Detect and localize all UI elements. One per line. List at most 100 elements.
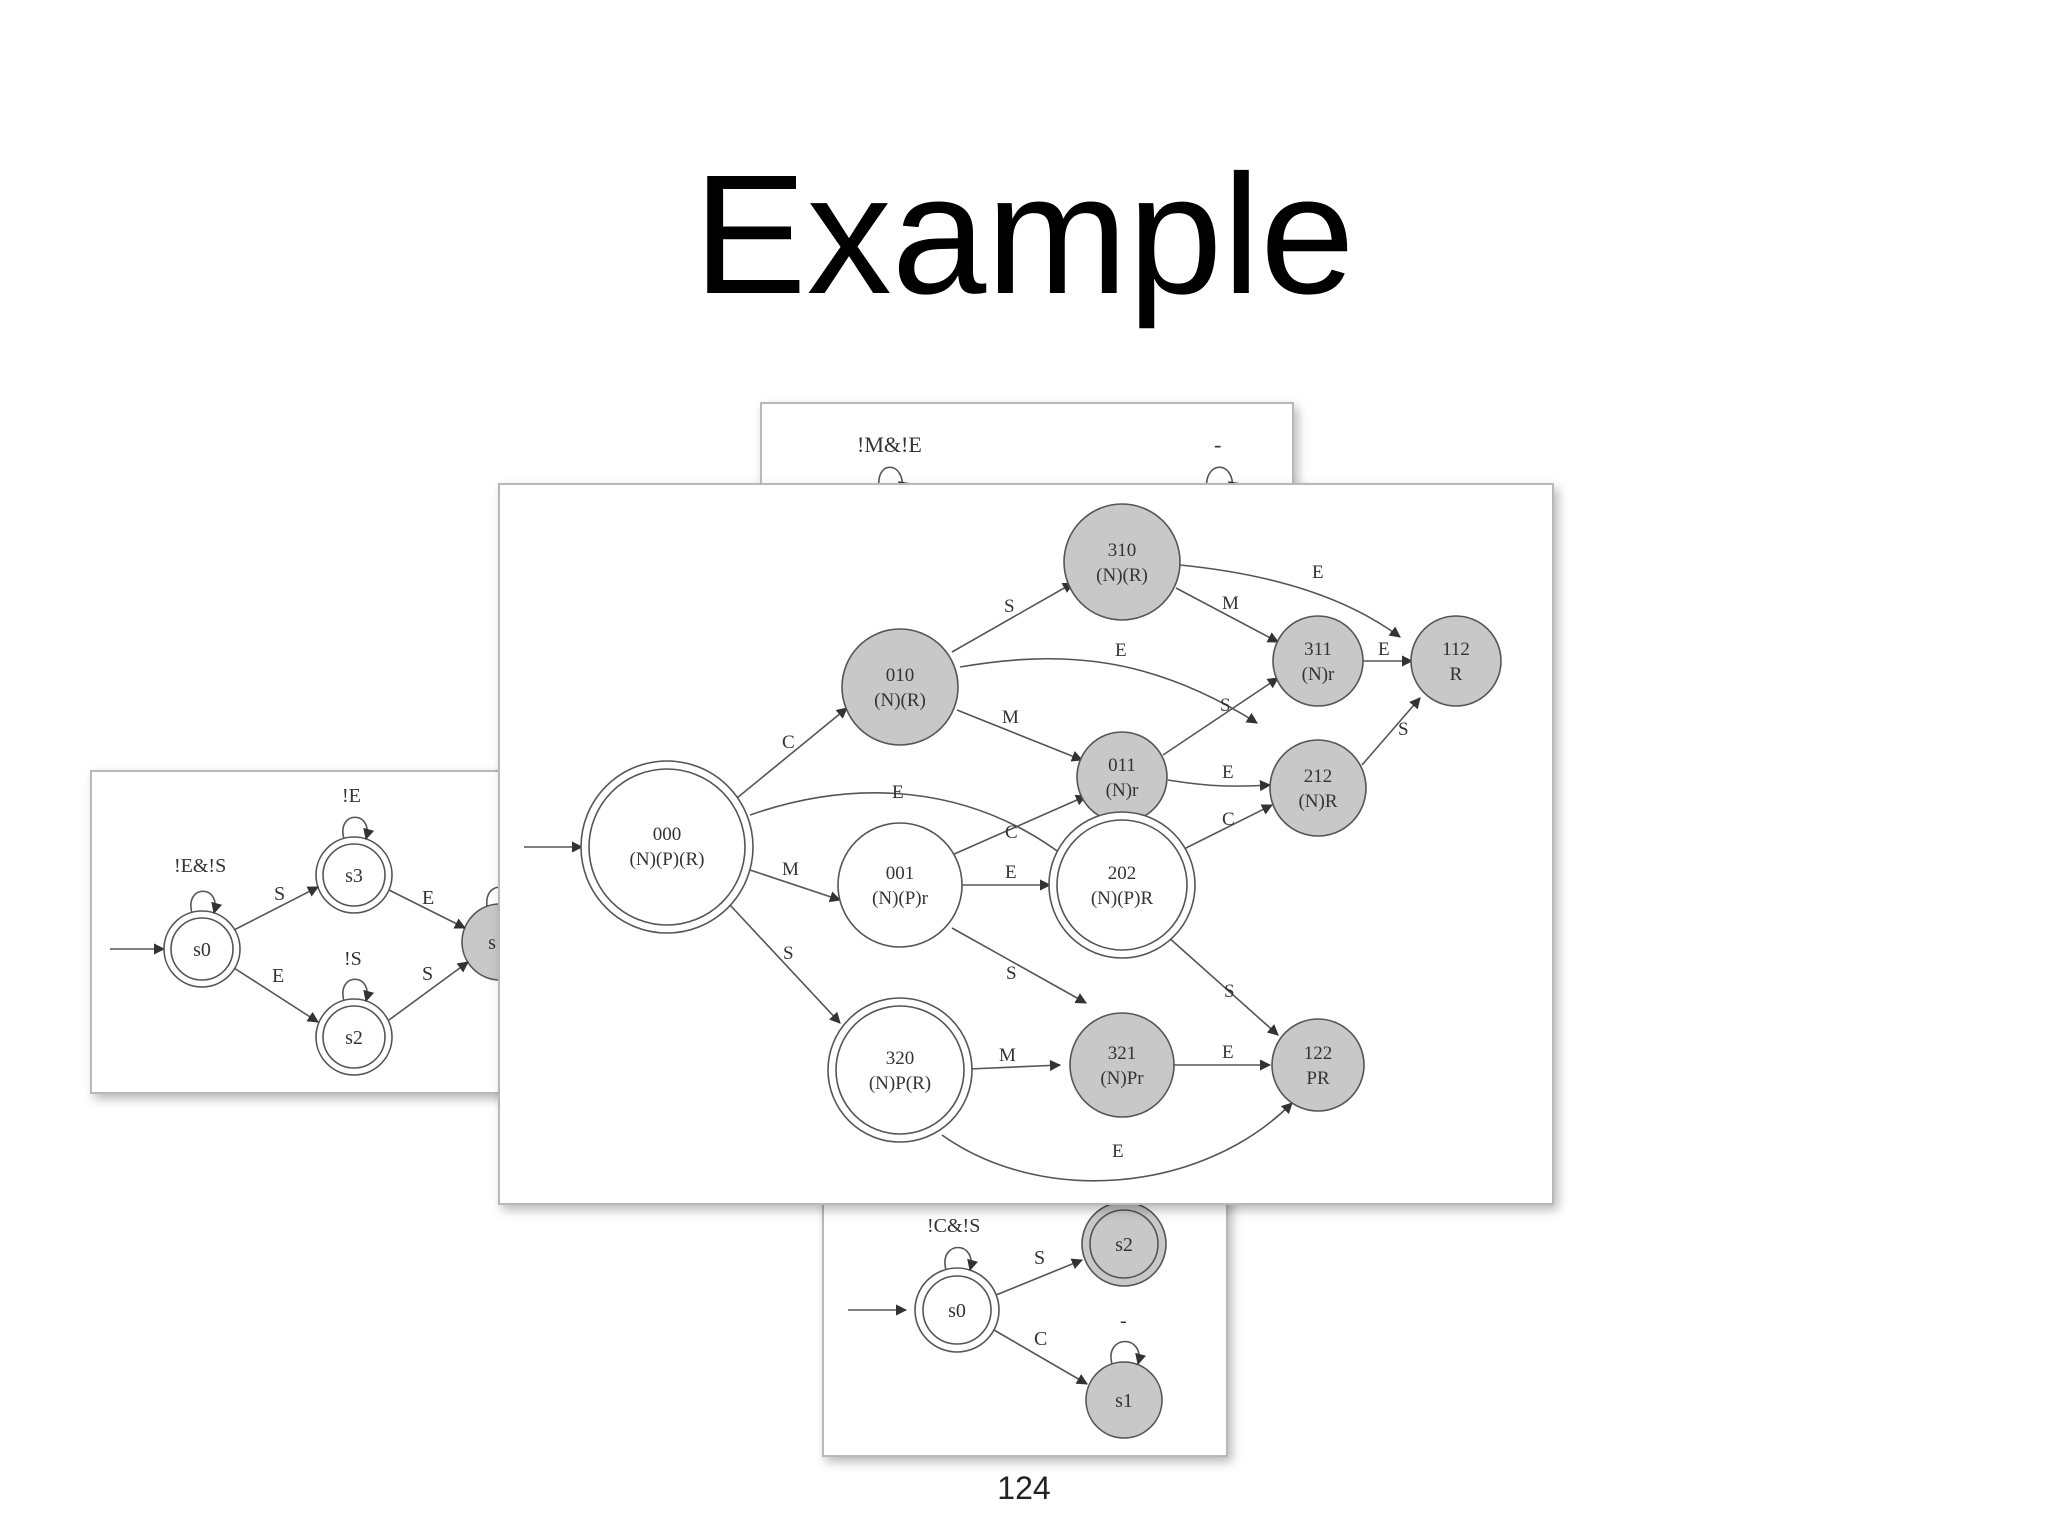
state-s0-label: s0 [948,1300,966,1322]
label-s2-s4: S [422,963,433,985]
label-321-122: E [1222,1042,1234,1063]
state-310-label: (N)(R) [1096,565,1148,586]
label-000-320: S [783,943,794,964]
state-112: 112 R [1410,615,1502,707]
edge-s0-s3 [233,886,319,931]
state-321-id: 321 [1108,1043,1137,1064]
state-s0-label: s0 [193,939,211,961]
label-320-122: E [1112,1141,1124,1162]
label-001-321: S [1006,963,1017,984]
state-212: 212 (N)R [1269,739,1367,837]
label-s0-s3: S [274,883,285,905]
state-s2: s2 [315,998,393,1076]
state-310: 310 (N)(R) [1063,503,1181,621]
edge-310-311 [1175,587,1279,643]
state-s3: s3 [315,836,393,914]
label-310-112: E [1312,562,1324,583]
label-202-212: C [1222,809,1235,830]
page-number: 124 [997,1470,1051,1506]
label-000-010: C [782,732,795,753]
edge-010-212 [959,658,1258,724]
edge-010-011 [956,709,1084,762]
state-s1-label: s1 [1115,1390,1133,1412]
label-s0-loop: !C&!S [927,1215,980,1237]
edge-s2-s4 [388,961,469,1021]
label-000-202: E [892,782,904,803]
label-s2-loop: !S [344,948,362,970]
label-s0-loop: !E&!S [174,855,226,877]
state-321: 321 (N)Pr [1069,1012,1175,1118]
state-311-id: 311 [1304,639,1332,660]
state-212-label: (N)R [1298,791,1337,812]
state-310-id: 310 [1108,540,1137,561]
state-001-id: 001 [886,863,915,884]
label-010-310: S [1004,596,1015,617]
label-010-212: E [1115,640,1127,661]
label-212-112: S [1398,719,1409,740]
state-000: 000 (N)(P)(R) [580,760,754,934]
panel-automaton-main: C E M S S E M E M E S E S C E S C [498,483,1554,1205]
state-010-label: (N)(R) [874,690,926,711]
state-122-label: PR [1306,1068,1330,1089]
self-loop-left [878,466,910,494]
state-s2-label: s2 [345,1027,363,1049]
state-320-label: (N)P(R) [869,1073,931,1094]
label-s3-s4: E [422,887,434,909]
state-010: 010 (N)(R) [841,628,959,746]
edge-s0-s2 [995,1258,1084,1296]
state-011-id: 011 [1108,755,1136,776]
label-001-202: E [1005,862,1017,883]
edge-320-321 [968,1059,1062,1072]
state-s0: s0 [914,1267,1000,1353]
edge-000-001 [749,869,842,903]
label-s3-loop: !E [342,785,361,807]
state-320-id: 320 [886,1048,915,1069]
edge-310-112 [1179,564,1401,638]
state-122: 122 PR [1271,1018,1365,1112]
state-311: 311 (N)r [1272,615,1364,707]
state-112-id: 112 [1442,639,1470,660]
edge-011-311 [1162,677,1279,756]
edge-212-112 [1361,697,1421,766]
label-311-112: E [1378,639,1390,660]
edge-202-122 [1157,927,1279,1036]
state-122-id: 122 [1304,1043,1333,1064]
label-s1-loop: - [1120,1310,1127,1332]
self-loop-s1 [1110,1340,1146,1366]
state-320: 320 (N)P(R) [827,997,973,1143]
label-011-212: E [1222,762,1234,783]
panel-automaton-bottom: s0 !C&!S s2 s1 - S C [822,1180,1228,1457]
edge-s0-s1 [993,1329,1088,1385]
self-loop-s2 [342,978,375,1003]
state-000-label: (N)(P)(R) [630,849,705,870]
state-321-label: (N)Pr [1100,1068,1144,1089]
state-s0: s0 [163,910,241,988]
state-311-label: (N)r [1302,664,1335,685]
edge-s0-s2 [233,967,319,1023]
edge-010-310 [951,582,1074,653]
state-s3-label: s3 [345,865,363,887]
state-s2: s2 [1081,1201,1167,1287]
state-001-label: (N)(P)r [872,888,929,909]
self-loop-s0 [190,890,223,915]
self-loop-right [1205,466,1240,494]
edge-202-212 [1177,804,1274,853]
label-001-011: C [1005,822,1018,843]
label-010-011: M [1002,707,1019,728]
state-011: 011 (N)r [1076,731,1168,823]
self-loop-s3 [342,816,375,841]
label-202-122: S [1224,981,1235,1002]
edge-000-320 [729,904,841,1024]
label-s0-s1: C [1034,1328,1047,1350]
label-320-321: M [999,1045,1016,1066]
state-010-id: 010 [886,665,915,686]
edge-320-122 [941,1102,1293,1182]
loop-label-right: - [1214,432,1221,457]
edge-001-321 [951,927,1087,1004]
label-000-001: M [782,859,799,880]
edge-011-212 [1167,779,1272,792]
state-202-label: (N)(P)R [1091,888,1154,909]
edge-s3-s4 [388,889,467,929]
self-loop-s0 [944,1246,978,1272]
state-001: 001 (N)(P)r [837,822,963,948]
